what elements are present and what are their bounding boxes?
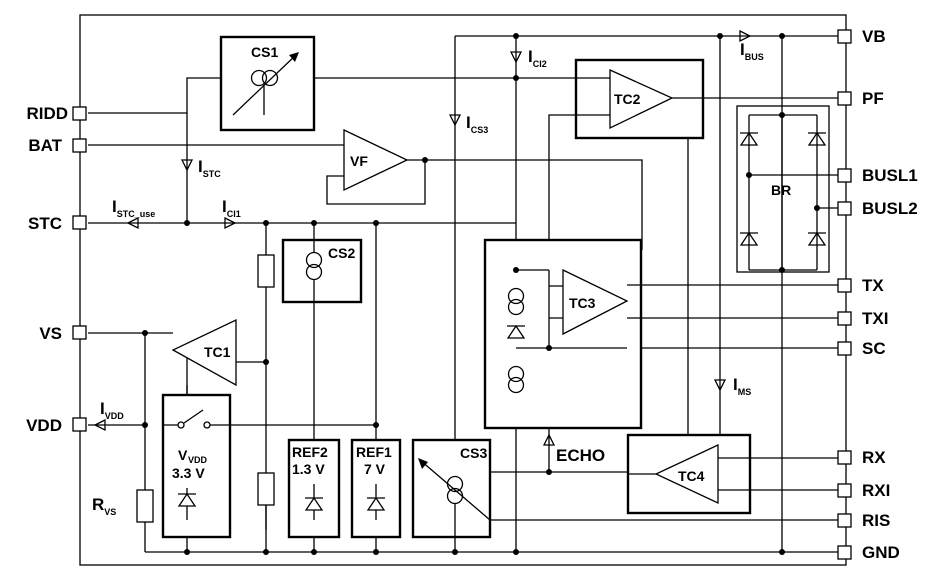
label-tx: TX (862, 276, 884, 295)
label-i-stc-use: ISTC_use (112, 197, 155, 219)
label-i-ms: IMS (733, 375, 751, 397)
pin-vs[interactable] (72, 325, 87, 340)
label-ris: RIS (862, 511, 890, 530)
label-gnd: GND (862, 543, 900, 562)
pin-rxi[interactable] (837, 483, 852, 498)
block-tc4: TC4 (626, 433, 752, 515)
block-cs1: CS1 (219, 35, 316, 132)
pin-sc[interactable] (837, 341, 852, 356)
svg-text:3.3 V: 3.3 V (172, 465, 205, 481)
label-busl2: BUSL2 (862, 199, 918, 218)
pin-stc[interactable] (72, 215, 87, 230)
block-tc1: TC1 (171, 318, 237, 387)
block-vdd-regulator: V VDD 3.3 V (161, 393, 232, 539)
label-pf: PF (862, 89, 884, 108)
pin-txi[interactable] (837, 311, 852, 326)
label-echo: ECHO (556, 446, 605, 465)
pin-pf[interactable] (837, 91, 852, 106)
svg-text:REF1: REF1 (356, 444, 392, 460)
block-cs3: CS3 (411, 438, 492, 539)
label-sc: SC (862, 339, 886, 358)
pin-ris[interactable] (837, 513, 852, 528)
block-vf: VF (343, 128, 409, 192)
label-busl1: BUSL1 (862, 166, 918, 185)
pin-rx[interactable] (837, 450, 852, 465)
pin-ridd[interactable] (72, 106, 87, 121)
label-stc: STC (28, 214, 62, 233)
left-pins (72, 106, 87, 432)
label-r-vs: RVS (92, 495, 116, 517)
label-rx: RX (862, 448, 886, 467)
pin-vb[interactable] (837, 29, 852, 44)
pin-busl1[interactable] (837, 168, 852, 183)
label-bat: BAT (28, 136, 62, 155)
label-vb: VB (862, 27, 886, 46)
svg-text:CS2: CS2 (328, 245, 355, 261)
svg-text:7 V: 7 V (364, 461, 386, 477)
svg-text:VDD: VDD (188, 455, 208, 465)
svg-text:CS3: CS3 (460, 445, 487, 461)
pin-bat[interactable] (72, 138, 87, 153)
current-arrows (93, 29, 752, 446)
label-i-ci1: ICI1 (222, 197, 241, 219)
label-i-ci2: ICI2 (528, 47, 547, 69)
block-ref2: REF2 1.3 V (287, 438, 341, 539)
svg-text:CS1: CS1 (251, 44, 278, 60)
svg-text:V: V (178, 447, 188, 463)
junction-dots (142, 33, 820, 555)
block-tc2: TC2 (574, 58, 705, 140)
pin-gnd[interactable] (837, 545, 852, 560)
right-pins (837, 29, 852, 560)
svg-text:TC3: TC3 (569, 295, 596, 311)
svg-text:TC1: TC1 (204, 344, 231, 360)
resistor-rvs (136, 489, 154, 523)
label-i-stc: ISTC (198, 157, 221, 179)
block-tc3: TC3 (483, 238, 643, 430)
resistor-upper (257, 254, 275, 288)
label-i-bus: IBUS (740, 40, 764, 62)
block-br: BR (736, 105, 830, 273)
svg-text:1.3 V: 1.3 V (292, 461, 325, 477)
label-i-cs3: ICS3 (466, 113, 488, 135)
block-cs2: CS2 (281, 238, 363, 304)
label-ridd: RIDD (26, 104, 68, 123)
pin-tx[interactable] (837, 278, 852, 293)
label-vdd: VDD (26, 416, 62, 435)
svg-text:BR: BR (771, 182, 791, 198)
block-ref1: REF1 7 V (350, 438, 402, 539)
label-txi: TXI (862, 309, 888, 328)
label-i-vdd: IVDD (100, 399, 124, 421)
svg-text:TC2: TC2 (614, 91, 641, 107)
svg-text:REF2: REF2 (292, 444, 328, 460)
label-vs: VS (39, 324, 62, 343)
pin-vdd[interactable] (72, 417, 87, 432)
resistor-lower (257, 472, 275, 506)
pin-busl2[interactable] (837, 201, 852, 216)
svg-text:TC4: TC4 (678, 468, 705, 484)
label-rxi: RXI (862, 481, 890, 500)
svg-text:VF: VF (350, 153, 368, 169)
